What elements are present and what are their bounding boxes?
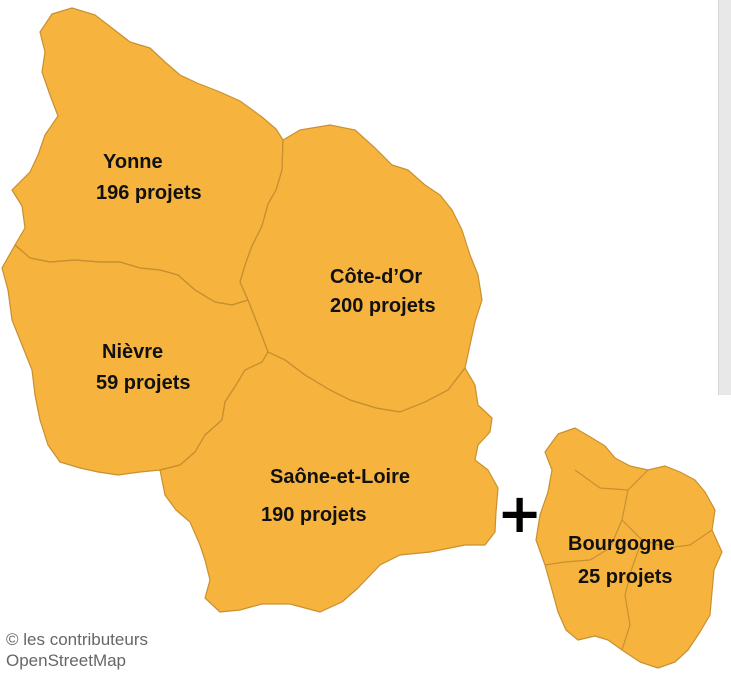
label-cote-dor-name: Côte-d’Or (330, 266, 423, 288)
label-bourgogne-count: 25 projets (578, 566, 673, 588)
mini-map-bourgogne (535, 427, 723, 669)
mini-map-borders (544, 469, 713, 651)
attribution-line-2: OpenStreetMap (6, 651, 127, 670)
label-nievre-count: 59 projets (96, 372, 191, 394)
label-yonne-count: 196 projets (96, 182, 202, 204)
label-yonne-name: Yonne (103, 151, 163, 173)
label-cote-dor-count: 200 projets (330, 295, 436, 317)
label-saone-et-loire-name: Saône-et-Loire (270, 466, 411, 488)
label-nievre-name: Nièvre (102, 341, 164, 363)
department-borders (14, 139, 466, 471)
plus-symbol: + (497, 482, 543, 545)
map-attribution: © les contributeurs OpenStreetMap (6, 629, 148, 671)
label-bourgogne-name: Bourgogne (568, 533, 675, 555)
attribution-line-1: © les contributeurs (6, 630, 148, 649)
side-panel (718, 0, 731, 395)
label-saone-et-loire-count: 190 projets (261, 504, 367, 526)
